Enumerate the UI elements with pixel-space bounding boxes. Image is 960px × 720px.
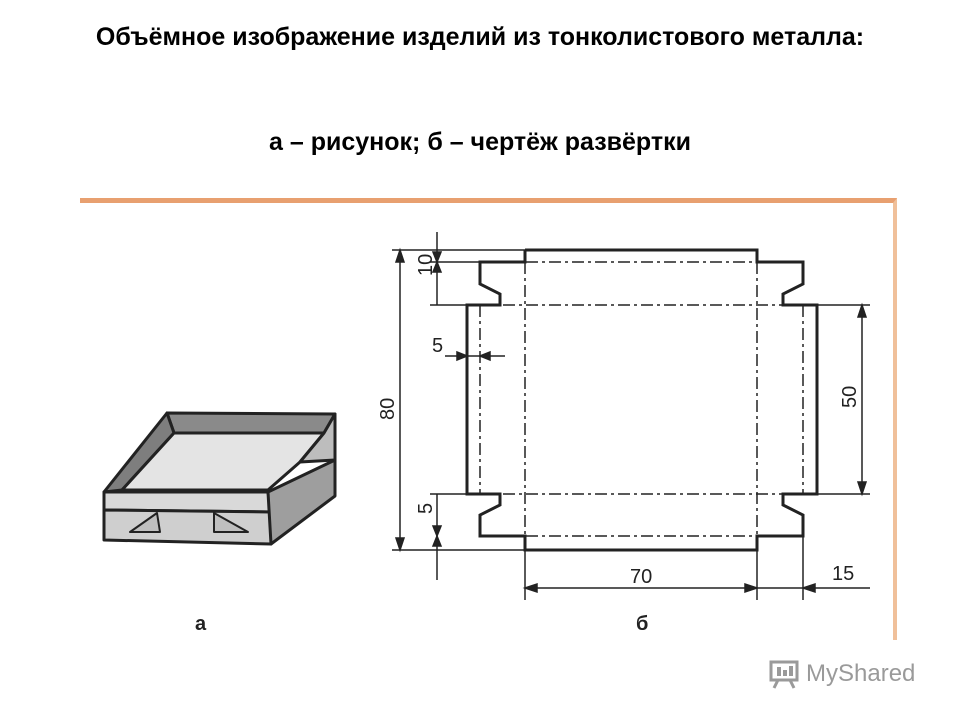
dimension-lines (392, 232, 870, 600)
dim-side-tab: 5 (432, 335, 443, 357)
flat-pattern (465, 248, 819, 552)
figure-label-b: б (636, 613, 648, 635)
page-title: Объёмное изображение изделий из тонколис… (95, 23, 865, 51)
dim-bottom-tab: 5 (415, 503, 437, 514)
presentation-board-icon (769, 660, 799, 689)
dim-top-tab: 10 (415, 254, 437, 276)
dim-flap-width: 15 (832, 563, 854, 585)
dim-width: 70 (630, 566, 652, 588)
dim-side-height: 50 (839, 386, 861, 408)
dim-height-total: 80 (377, 398, 399, 420)
page-subtitle: а – рисунок; б – чертёж развёртки (269, 128, 691, 156)
myshared-logo: MyShared (768, 654, 915, 694)
isometric-box (102, 411, 337, 546)
figure-label-a: а (195, 613, 207, 635)
logo-text: MyShared (806, 660, 916, 687)
